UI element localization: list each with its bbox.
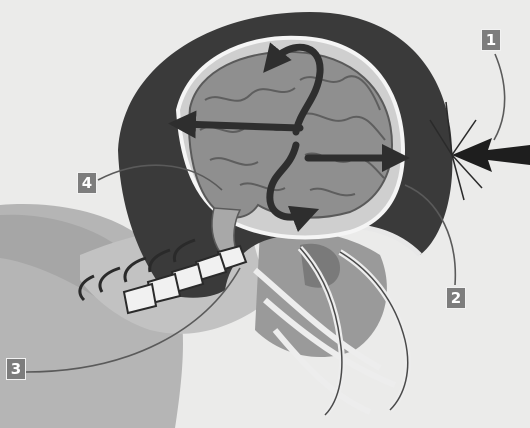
callout-badge-2: 2 — [446, 287, 466, 309]
callout-badge-4: 4 — [77, 172, 97, 194]
brain-icon — [189, 52, 392, 218]
callout-badge-3: 3 — [6, 358, 26, 380]
callout-badge-1: 1 — [481, 29, 501, 51]
left-push-arrow — [182, 124, 300, 128]
leader-1 — [494, 54, 505, 140]
